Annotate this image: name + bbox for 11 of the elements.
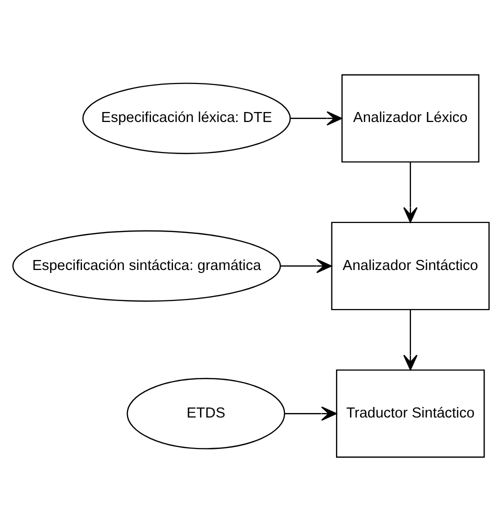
arrow	[284, 406, 337, 420]
arrow	[280, 258, 332, 273]
node-box: Analizador Léxico	[341, 74, 480, 162]
node-ellipse: Especificación sintáctica: gramática	[12, 230, 281, 302]
node-ellipse: Especificación léxica: DTE	[82, 82, 291, 154]
node-ellipse: ETDS	[126, 377, 286, 449]
node-box: Analizador Sintáctico	[331, 221, 490, 310]
arrow	[290, 110, 342, 126]
node-box: Traductor Sintáctico	[336, 368, 485, 458]
arrow	[403, 309, 418, 370]
arrow	[403, 161, 418, 222]
